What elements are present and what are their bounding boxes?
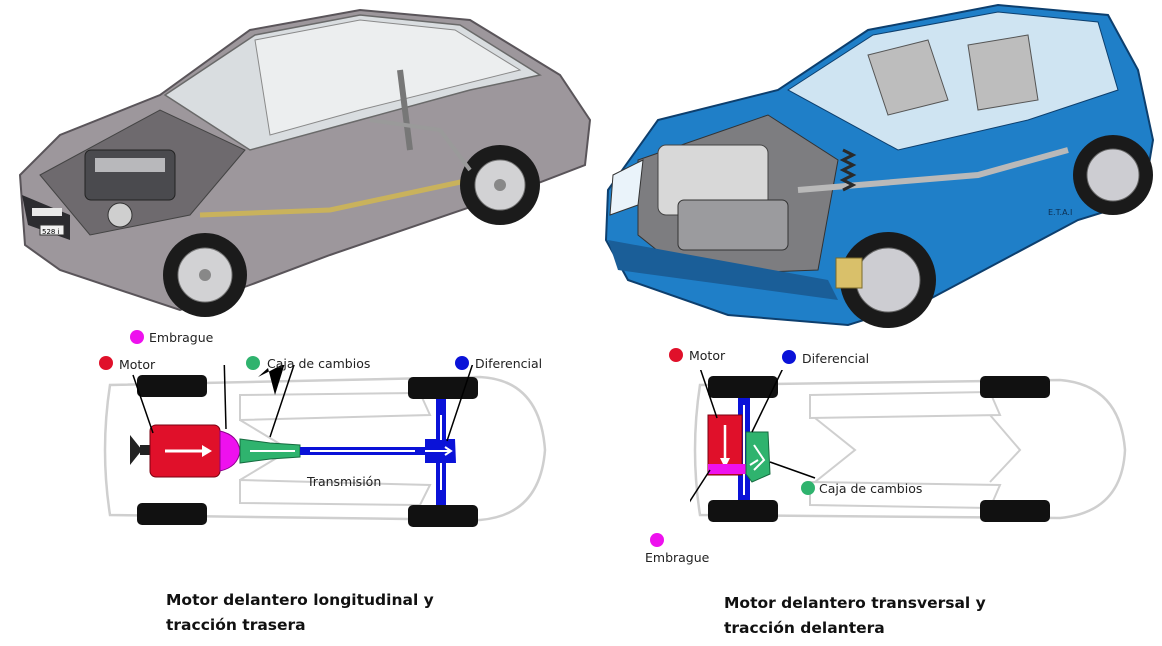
car-badge: 528 i xyxy=(42,228,60,236)
embrague-label: Embrague xyxy=(645,550,710,565)
diferencial-color-dot xyxy=(455,356,469,370)
rear-left-tire xyxy=(408,377,478,399)
embrague-color-dot xyxy=(130,330,144,344)
clutch-disk xyxy=(708,464,746,474)
right-caption: Motor delantero transversal y tracción d… xyxy=(724,591,986,641)
transmision-label: Transmisión xyxy=(307,474,382,489)
car-badge: E.T.A.I xyxy=(1048,208,1072,217)
embrague-color-dot xyxy=(650,533,664,547)
diferencial-label: Diferencial xyxy=(802,351,870,366)
motor-label: Motor xyxy=(119,357,156,372)
right-caption-line2: tracción delantera xyxy=(724,619,885,637)
caja-color-dot xyxy=(801,481,815,495)
rear-right-tire xyxy=(980,500,1050,522)
rear-wheel xyxy=(460,145,540,225)
rear-left-tire xyxy=(980,376,1050,398)
caja-color-dot xyxy=(246,356,260,370)
front-left-tire xyxy=(137,375,207,397)
motor-color-dot xyxy=(669,348,683,362)
silver-sedan-cutaway-illustration: 528 i xyxy=(18,8,592,317)
front-left-tire xyxy=(708,376,778,398)
diferencial-color-dot xyxy=(782,350,796,364)
rear-wheel xyxy=(1073,135,1153,215)
rwd-longitudinal-schematic xyxy=(103,365,547,527)
front-right-tire xyxy=(708,500,778,522)
rear-right-tire xyxy=(408,505,478,527)
motor-label: Motor xyxy=(689,348,726,363)
clutch-bell xyxy=(219,430,241,472)
diferencial-label: Diferencial xyxy=(475,356,543,371)
motor-color-dot xyxy=(99,356,113,370)
caja-label: Caja de cambios xyxy=(267,356,371,371)
fwd-transverse-schematic xyxy=(690,370,1127,522)
front-wheel xyxy=(163,233,247,317)
front-wheel xyxy=(835,232,936,328)
left-caption-line1: Motor delantero longitudinal y xyxy=(166,591,434,609)
left-caption: Motor delantero longitudinal y tracción … xyxy=(166,588,434,638)
right-caption-line1: Motor delantero transversal y xyxy=(724,594,986,612)
gearbox xyxy=(745,431,771,483)
blue-hatchback-cutaway-illustration: E.T.A.I xyxy=(604,3,1155,328)
embrague-label: Embrague xyxy=(149,330,214,345)
caja-label: Caja de cambios xyxy=(819,481,923,496)
front-right-tire xyxy=(137,503,207,525)
left-caption-line2: tracción trasera xyxy=(166,616,306,634)
